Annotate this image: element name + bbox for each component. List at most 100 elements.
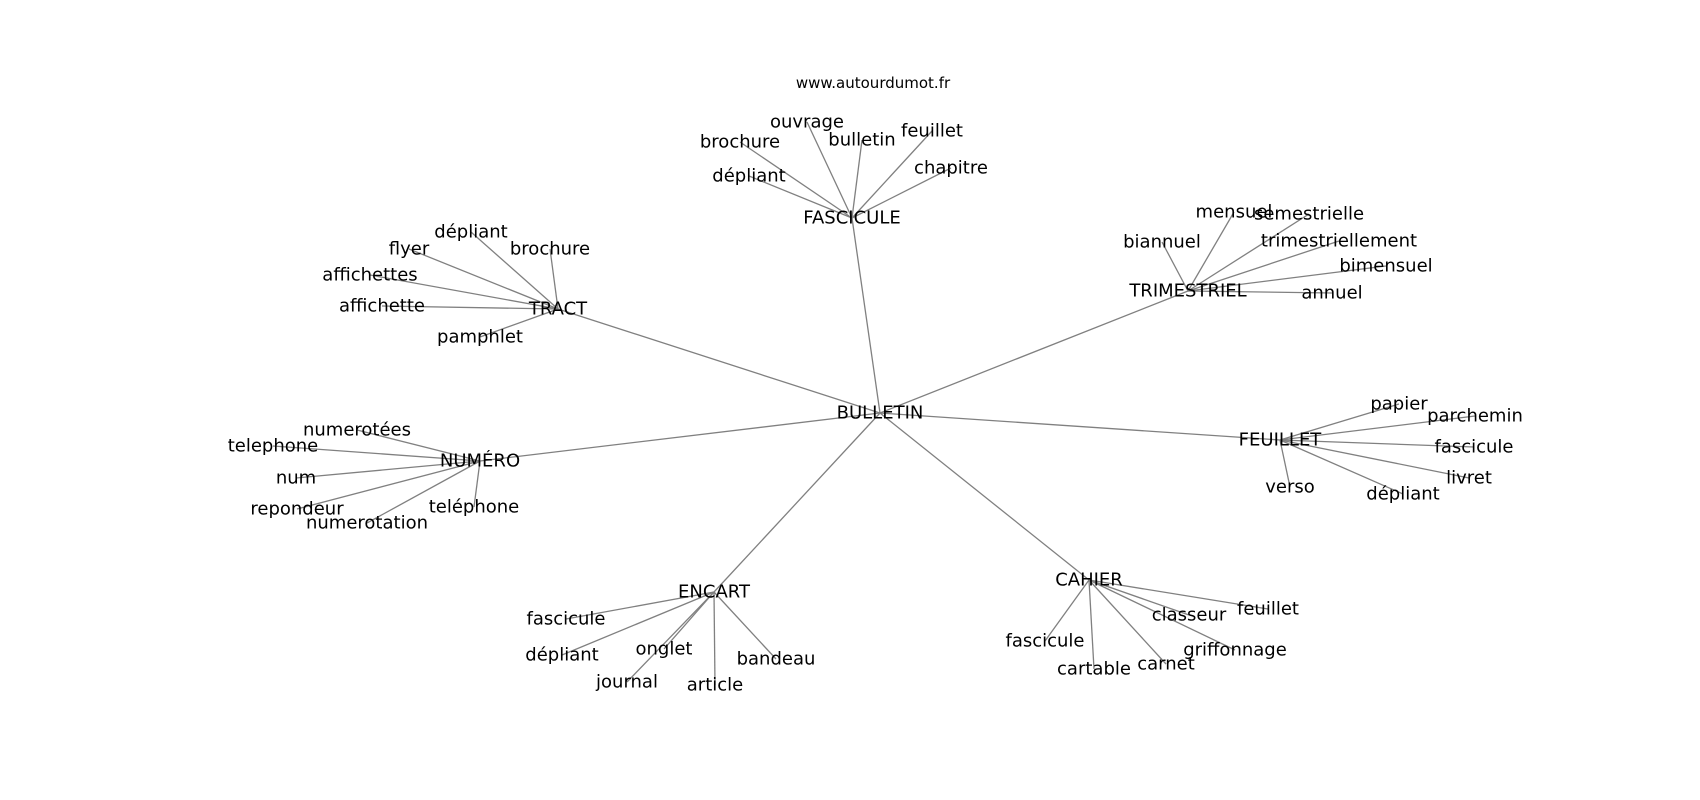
edge-hub-leaf xyxy=(739,141,853,219)
leaf-node-label: article xyxy=(687,675,743,696)
leaf-node-label: brochure xyxy=(510,239,590,260)
leaf-node-label: onglet xyxy=(636,639,693,660)
edge-root-hub xyxy=(879,412,1281,441)
leaf-node-label: affichette xyxy=(339,296,425,317)
leaf-node-label: parchemin xyxy=(1427,406,1523,427)
leaf-node-label: annuel xyxy=(1301,283,1362,304)
leaf-node-label: trimestriellement xyxy=(1261,231,1417,252)
hub-node-label: ENCART xyxy=(678,582,751,603)
hub-node-label: TRIMESTRIEL xyxy=(1128,281,1246,302)
leaf-node-label: flyer xyxy=(389,239,430,260)
edge-root-hub xyxy=(879,412,1090,581)
edge-hub-leaf xyxy=(1187,290,1333,294)
leaf-node-label: journal xyxy=(595,672,658,693)
leaf-node-label: verso xyxy=(1265,477,1315,498)
leaf-node-label: num xyxy=(276,468,316,489)
edge-hub-leaf xyxy=(713,591,777,660)
site-title: www.autourdumot.fr xyxy=(796,74,951,92)
leaf-node-label: fascicule xyxy=(1005,631,1084,652)
edge-hub-leaf xyxy=(272,445,481,462)
edge-root-hub xyxy=(851,217,881,414)
edge-hub-leaf xyxy=(470,231,559,310)
edge-hub-leaf xyxy=(1044,579,1090,642)
leaf-node-label: repondeur xyxy=(250,499,344,520)
edge-hub-leaf xyxy=(1279,439,1470,479)
leaf-node-label: papier xyxy=(1370,394,1428,415)
edge-hub-leaf xyxy=(1088,579,1269,610)
edge-hub-leaf xyxy=(1187,211,1235,292)
edge-hub-leaf xyxy=(851,139,863,219)
root-node-label: BULLETIN xyxy=(837,403,924,424)
edge-hub-leaf xyxy=(381,305,559,310)
edge-root-hub xyxy=(557,308,881,414)
edge-hub-leaf xyxy=(748,175,853,219)
leaf-node-label: carnet xyxy=(1137,654,1195,675)
leaf-node-label: chapitre xyxy=(914,158,988,179)
leaf-node-label: cartable xyxy=(1057,659,1131,680)
edge-hub-leaf xyxy=(356,429,481,462)
edge-hub-leaf xyxy=(1279,415,1476,441)
leaf-node-label: dépliant xyxy=(1366,484,1439,505)
edge-hub-leaf xyxy=(1187,265,1387,292)
edge-hub-leaf xyxy=(1187,213,1310,292)
hub-node-label: FASCICULE xyxy=(803,208,900,229)
edge-hub-leaf xyxy=(295,460,481,479)
leaf-node-label: teléphone xyxy=(429,497,520,518)
hub-node-label: TRACT xyxy=(528,299,588,320)
edge-root-hub xyxy=(879,290,1189,414)
edge-hub-leaf xyxy=(366,460,481,524)
edge-hub-leaf xyxy=(1088,579,1167,665)
leaf-node-label: ouvrage xyxy=(770,112,844,133)
leaf-node-label: livret xyxy=(1446,468,1492,489)
edge-root-hub xyxy=(479,412,881,462)
edge-hub-leaf xyxy=(408,248,559,310)
leaf-node-label: brochure xyxy=(700,132,780,153)
leaf-node-label: pamphlet xyxy=(437,327,523,348)
leaf-node-label: biannuel xyxy=(1123,232,1201,253)
leaf-node-label: bimensuel xyxy=(1339,256,1432,277)
leaf-node-label: bulletin xyxy=(828,130,895,151)
edge-hub-leaf xyxy=(369,274,559,310)
leaf-node-label: classeur xyxy=(1152,605,1227,626)
leaf-node-label: mensuel xyxy=(1196,202,1273,223)
leaf-node-label: fascicule xyxy=(1434,437,1513,458)
edge-hub-leaf xyxy=(1088,579,1095,670)
edge-hub-leaf xyxy=(1187,240,1340,292)
leaf-node-label: dépliant xyxy=(712,166,785,187)
leaf-node-label: griffonnage xyxy=(1183,640,1287,661)
edge-hub-leaf xyxy=(296,460,481,510)
leaf-node-label: affichettes xyxy=(322,265,417,286)
edge-hub-leaf xyxy=(565,591,715,620)
leaf-node-label: telephone xyxy=(228,436,319,457)
edge-hub-leaf xyxy=(561,591,715,656)
edge-hub-leaf xyxy=(806,121,853,219)
leaf-node-label: dépliant xyxy=(525,645,598,666)
edge-hub-leaf xyxy=(1161,241,1189,292)
edge-hub-leaf xyxy=(1279,439,1404,495)
leaf-node-label: numerotation xyxy=(306,513,428,534)
leaf-node-label: bandeau xyxy=(737,649,816,670)
edge-hub-leaf xyxy=(713,591,716,686)
graph-edges xyxy=(272,121,1476,686)
edge-hub-leaf xyxy=(1279,403,1400,441)
edge-hub-leaf xyxy=(1088,579,1236,651)
edge-hub-leaf xyxy=(1279,439,1475,448)
edge-hub-leaf xyxy=(851,167,952,219)
hub-node-label: NUMÉRO xyxy=(440,450,520,472)
edge-hub-leaf xyxy=(473,460,481,508)
leaf-node-label: feuillet xyxy=(1237,599,1299,620)
leaf-node-label: dépliant xyxy=(434,222,507,243)
edge-hub-leaf xyxy=(1088,579,1190,616)
edge-hub-leaf xyxy=(549,248,559,310)
hub-node-label: FEUILLET xyxy=(1239,430,1323,451)
leaf-node-label: fascicule xyxy=(526,609,605,630)
edge-hub-leaf xyxy=(479,308,559,338)
leaf-node-label: numerotées xyxy=(303,420,411,441)
leaf-node-label: semestrielle xyxy=(1254,204,1364,225)
leaf-node-label: feuillet xyxy=(901,121,963,142)
edge-root-hub xyxy=(713,412,881,593)
edge-hub-leaf xyxy=(1279,439,1291,488)
edge-hub-leaf xyxy=(626,591,715,683)
